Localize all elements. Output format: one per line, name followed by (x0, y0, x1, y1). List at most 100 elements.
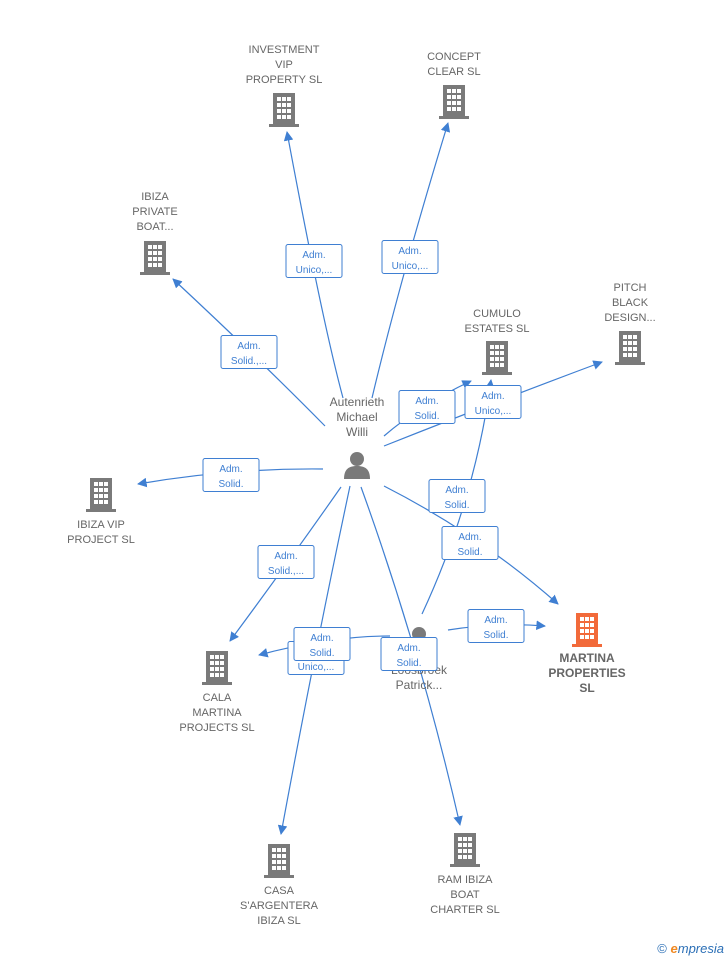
company-pitch[interactable]: PITCH BLACK DESIGN... (604, 282, 656, 365)
building-icon (572, 613, 602, 647)
node-label-line: PROPERTY SL (246, 74, 323, 86)
company-casa[interactable]: CASA S'ARGENTERA IBIZA SL (240, 844, 319, 927)
edge-label-text: Adm. (445, 485, 468, 496)
edge-label-text: Adm. (415, 396, 438, 407)
building-icon (482, 341, 512, 375)
node-label-line: Autenrieth (330, 395, 385, 409)
node-label-line: BLACK (612, 297, 649, 309)
edge-label-box (220, 335, 278, 369)
edge-label-autenrieth-to-cala[interactable]: Adm.Solid.,... (257, 545, 315, 579)
node-label-line: CUMULO (473, 308, 521, 320)
edge-label-autenrieth-to-cumulo[interactable]: Adm. Solid. (398, 390, 456, 424)
brand-initial: e (670, 941, 678, 956)
edge-label-text: Solid.,... (231, 356, 267, 367)
edge-autenrieth-to-investment (283, 131, 344, 399)
node-label-line: Patrick... (396, 678, 443, 692)
edge-label-text: Adm. (484, 615, 507, 626)
node-label-line: IBIZA VIP (77, 519, 125, 531)
node-label-line: BOAT... (136, 221, 173, 233)
edge-label-text: Solid. (444, 500, 469, 511)
node-label-line: PRIVATE (132, 206, 177, 218)
edge-label-loosbroek-to-cumulo[interactable]: Adm. Solid. (428, 479, 486, 513)
edge-label-box (467, 609, 525, 643)
edge-label-loosbroek-to-cala[interactable]: Adm. Solid. (293, 627, 351, 661)
company-ibiza_private[interactable]: IBIZA PRIVATE BOAT... (132, 191, 178, 275)
building-icon (86, 478, 116, 512)
edge-label-box (428, 479, 486, 513)
edge-label-box (202, 458, 260, 492)
node-label-line: MARTINA (192, 707, 242, 719)
edge-label-text: Solid. (309, 648, 334, 659)
footer-brand[interactable]: © empresia (657, 941, 724, 956)
node-label-line: PROPERTIES (548, 666, 625, 680)
node-label-line: Willi (346, 425, 368, 439)
node-label-line: PROJECT SL (67, 534, 135, 546)
node-label-line: CHARTER SL (430, 904, 499, 916)
edge-label-text: Adm. (458, 532, 481, 543)
company-ram[interactable]: RAM IBIZA BOAT CHARTER SL (430, 833, 500, 916)
edge-label-text: Solid. (218, 479, 243, 490)
edge-label-text: Adm. (219, 464, 242, 475)
edge-label-loosbroek-to-martina[interactable]: Adm.Solid. (467, 609, 525, 643)
edge-label-text: Adm. (237, 341, 260, 352)
node-label-line: INVESTMENT (249, 44, 320, 56)
building-icon (140, 241, 170, 275)
building-icon (450, 833, 480, 867)
node-label-line: PROJECTS SL (179, 722, 254, 734)
edge-label-text: Adm. (481, 391, 504, 402)
node-label-line: IBIZA (141, 191, 169, 203)
company-cumulo[interactable]: CUMULO ESTATES SL (464, 308, 530, 375)
node-label-line: DESIGN... (604, 312, 655, 324)
edge-label-text: Solid.,... (268, 566, 304, 577)
node-label-line: BOAT (450, 889, 479, 901)
edge-label-box (380, 637, 438, 671)
edge-label-text: Solid. (457, 547, 482, 558)
edge-label-text: Unico,... (298, 662, 335, 673)
edge-label-autenrieth-to-martina[interactable]: Adm. Solid. (441, 526, 499, 560)
building-icon (269, 93, 299, 127)
edge-label-box (285, 244, 343, 278)
edge-label-text: Unico,... (296, 265, 333, 276)
node-label-line: MARTINA (559, 651, 615, 665)
edge-labels-layer: Adm. Unico,... Adm. Unico,... Adm. Solid.,...… (202, 240, 525, 675)
edge-label-autenrieth-to-investment[interactable]: Adm. Unico,... (285, 244, 343, 278)
edge-label-autenrieth-to-ibiza_private[interactable]: Adm. Solid.,... (220, 335, 278, 369)
building-icon (202, 651, 232, 685)
edge-label-autenrieth-to-ibiza_vip[interactable]: Adm. Solid. (202, 458, 260, 492)
edge-label-text: Unico,... (392, 261, 429, 272)
building-icon (439, 85, 469, 119)
node-label-line: CASA (264, 885, 295, 897)
node-label-line: ESTATES SL (464, 323, 529, 335)
person-icon (344, 452, 370, 479)
company-ibiza_vip[interactable]: IBIZA VIP PROJECT SL (67, 478, 135, 546)
node-label-line: RAM IBIZA (437, 874, 493, 886)
edge-label-box (441, 526, 499, 560)
company-cala[interactable]: CALA MARTINA PROJECTS SL (179, 651, 255, 734)
building-icon (264, 844, 294, 878)
node-label-line: Michael (336, 410, 377, 424)
edge-label-text: Solid. (414, 411, 439, 422)
edge-label-autenrieth-to-ram[interactable]: Adm. Solid. (380, 637, 438, 671)
node-label-line: CALA (203, 692, 232, 704)
node-label-line: S'ARGENTERA (240, 900, 319, 912)
edge-label-box (398, 390, 456, 424)
edge-label-text: Adm. (310, 633, 333, 644)
node-label-line: CLEAR SL (427, 66, 480, 78)
edge-label-text: Unico,... (475, 406, 512, 417)
edge-label-text: Adm. (302, 250, 325, 261)
edge-label-autenrieth-to-pitch[interactable]: Adm. Unico,... (464, 385, 522, 419)
edge-label-text: Adm. (397, 643, 420, 654)
node-label-line: PITCH (614, 282, 647, 294)
company-concept[interactable]: CONCEPT CLEAR SL (427, 51, 481, 119)
node-label-line: IBIZA SL (257, 915, 300, 927)
edge-label-text: Solid. (396, 658, 421, 669)
edge-label-box (464, 385, 522, 419)
node-label-line: CONCEPT (427, 51, 481, 63)
edge-label-autenrieth-to-concept[interactable]: Adm.Unico,... (381, 240, 439, 274)
copyright-symbol: © (657, 941, 667, 956)
